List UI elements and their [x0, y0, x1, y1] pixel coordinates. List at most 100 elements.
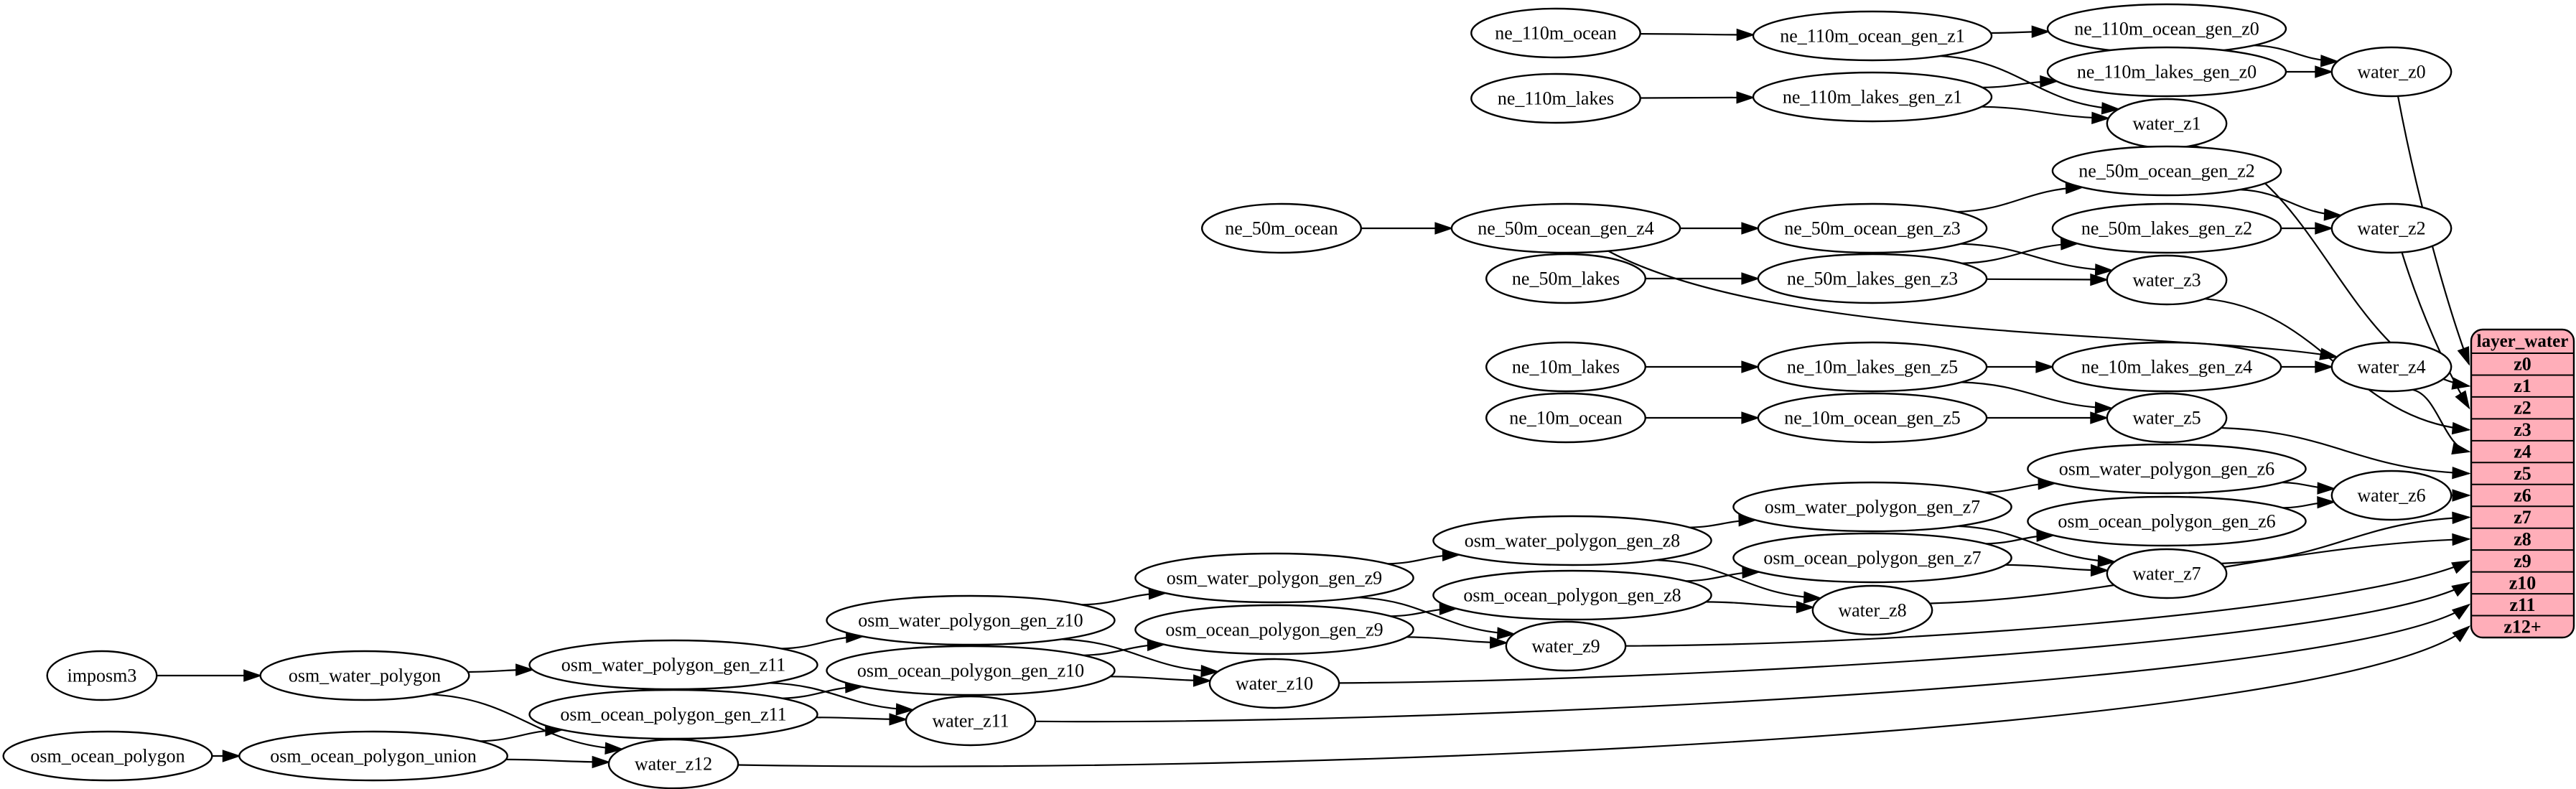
edge-osm_ocean_polygon_gen_z10-to-water_z10 [1110, 676, 1210, 681]
node-ellipse [2106, 392, 2228, 444]
table-row-z5: z5 [2514, 463, 2531, 484]
node-label: ne_50m_lakes_gen_z3 [1787, 269, 1958, 289]
node-ellipse [259, 650, 470, 701]
edge-ne_50m_ocean_gen_z3-to-water_z3 [1960, 243, 2112, 271]
node-ellipse [1470, 73, 1641, 124]
graph-node-water_z11: water_z11 [905, 695, 1037, 747]
node-ellipse [1811, 584, 1933, 636]
node-label: osm_water_polygon_gen_z7 [1765, 497, 1980, 518]
node-label: ne_10m_lakes_gen_z4 [2081, 357, 2252, 378]
node-ellipse [1485, 392, 1646, 444]
node-ellipse [1752, 10, 1993, 62]
node-ellipse [2027, 443, 2307, 495]
graph-node-ne_110m_ocean_gen_z0: ne_110m_ocean_gen_z0 [2046, 3, 2287, 55]
edge-osm_water_polygon_gen_z10-to-osm_water_polygon_gen_z9 [1081, 593, 1166, 606]
table-row-z6: z6 [2514, 485, 2531, 506]
graph-node-osm_water_polygon_gen_z10: osm_water_polygon_gen_z10 [826, 594, 1116, 646]
node-ellipse [1450, 202, 1681, 254]
edge-osm_ocean_polygon_gen_z9-to-water_z9 [1406, 636, 1506, 643]
node-label: water_z7 [2132, 564, 2201, 584]
node-label: osm_water_polygon_gen_z11 [561, 655, 785, 676]
node-ellipse [1505, 620, 1627, 672]
edge-osm_water_polygon_gen_z7-to-water_z7 [1957, 525, 2115, 562]
graph-node-ne_50m_ocean: ne_50m_ocean [1200, 202, 1362, 254]
graph-node-water_z9: water_z9 [1505, 620, 1627, 672]
edge-ne_50m_ocean_gen_z3-to-ne_50m_ocean_gen_z2 [1956, 187, 2083, 213]
edge-osm_ocean_polygon_gen_z8-to-osm_ocean_polygon_gen_z7 [1685, 572, 1759, 582]
node-ellipse [1752, 71, 1993, 123]
edge-ne_110m_ocean_gen_z0-to-water_z0 [2254, 45, 2338, 61]
edge-osm_water_polygon_gen_z10-to-water_z10 [1061, 638, 1218, 671]
node-label: water_z1 [2132, 113, 2201, 134]
edge-osm_ocean_polygon_gen_z6-to-water_z6 [2282, 502, 2334, 509]
node-label: osm_ocean_polygon_gen_z7 [1763, 548, 1981, 569]
node-ellipse [1732, 532, 2012, 584]
node-ellipse [238, 730, 508, 782]
node-ellipse [1757, 253, 1988, 304]
node-ellipse [1470, 7, 1641, 59]
edge-osm_ocean_polygon_gen_z7-to-osm_ocean_polygon_gen_z6 [1985, 536, 2053, 545]
graph-node-ne_10m_ocean: ne_10m_ocean [1485, 392, 1646, 444]
node-ellipse [1757, 392, 1988, 444]
edge-ne_110m_ocean_gen_z1-to-ne_110m_ocean_gen_z0 [1990, 32, 2048, 33]
node-label: osm_ocean_polygon [30, 746, 185, 767]
node-ellipse [1757, 202, 1988, 254]
node-ellipse [2051, 202, 2282, 254]
table-row-z3: z3 [2514, 419, 2531, 440]
node-label: ne_10m_lakes [1512, 357, 1620, 378]
graph-node-osm_ocean_polygon: osm_ocean_polygon [2, 730, 213, 782]
node-label: water_z8 [1838, 600, 1906, 621]
edge-osm_ocean_polygon_gen_z11-to-water_z11 [816, 717, 906, 719]
edge-osm_ocean_polygon_gen_z8-to-water_z8 [1706, 602, 1813, 607]
table-row-z12+: z12+ [2503, 616, 2541, 637]
graph-node-osm_ocean_polygon_gen_z9: osm_ocean_polygon_gen_z9 [1134, 604, 1414, 655]
graph-node-ne_110m_lakes_gen_z1: ne_110m_lakes_gen_z1 [1752, 71, 1993, 123]
graph-node-water_z8: water_z8 [1811, 584, 1933, 636]
node-ellipse [2051, 145, 2282, 197]
edge-ne_110m_lakes_gen_z1-to-ne_110m_lakes_gen_z0 [1982, 81, 2057, 88]
graph-node-ne_50m_ocean_gen_z3: ne_50m_ocean_gen_z3 [1757, 202, 1988, 254]
node-ellipse [607, 738, 739, 789]
node-label: water_z2 [2357, 218, 2425, 239]
graph-node-ne_50m_lakes: ne_50m_lakes [1485, 253, 1646, 304]
node-label: water_z3 [2132, 270, 2201, 291]
graph-node-ne_50m_ocean_gen_z2: ne_50m_ocean_gen_z2 [2051, 145, 2282, 197]
graph-node-osm_ocean_polygon_gen_z6: osm_ocean_polygon_gen_z6 [2027, 495, 2307, 547]
layer-water-table: layer_waterz0z1z2z3z4z5z6z7z8z9z10z11z12… [2470, 328, 2575, 639]
node-label: ne_10m_ocean_gen_z5 [1784, 408, 1960, 429]
edge-osm_ocean_polygon_union-to-water_z12 [505, 760, 609, 762]
node-ellipse [2330, 202, 2453, 254]
edge-water_z7-to-layer_water-z7 [2221, 518, 2469, 564]
edge-ne_50m_lakes_gen_z3-to-water_z3 [1987, 279, 2107, 280]
node-ellipse [2051, 341, 2282, 393]
node-label: ne_110m_lakes [1498, 88, 1614, 109]
graph-node-osm_water_polygon_gen_z11: osm_water_polygon_gen_z11 [528, 639, 818, 691]
edge-osm_water_polygon-to-water_z12 [430, 694, 622, 749]
graph-node-water_z4: water_z4 [2330, 341, 2453, 393]
node-ellipse [826, 645, 1116, 696]
node-ellipse [2, 730, 213, 782]
edge-osm_ocean_polygon_gen_z7-to-water_z7 [2005, 565, 2107, 571]
node-label: ne_110m_lakes_gen_z0 [2077, 62, 2257, 83]
edge-water_z10-to-layer_water-z10 [1339, 583, 2469, 684]
node-label: ne_50m_ocean_gen_z4 [1478, 218, 1653, 239]
edge-osm_water_polygon_gen_z9-to-water_z9 [1358, 597, 1514, 634]
node-label: osm_water_polygon_gen_z8 [1465, 531, 1680, 551]
node-label: osm_ocean_polygon_gen_z9 [1165, 620, 1383, 640]
table-row-z8: z8 [2514, 528, 2531, 549]
node-label: water_z12 [635, 754, 712, 775]
graph-node-water_z10: water_z10 [1208, 658, 1340, 709]
graph-edges [157, 32, 2469, 766]
node-label: osm_water_polygon_gen_z10 [858, 610, 1083, 631]
node-ellipse [2330, 46, 2453, 98]
node-label: ne_10m_lakes_gen_z5 [1787, 357, 1958, 378]
graph-node-osm_ocean_polygon_gen_z11: osm_ocean_polygon_gen_z11 [528, 688, 818, 740]
table-row-z10: z10 [2509, 572, 2537, 593]
edge-osm_water_polygon_gen_z7-to-osm_water_polygon_gen_z6 [1984, 483, 2055, 493]
table-row-z2: z2 [2514, 398, 2531, 419]
graph-node-ne_10m_lakes_gen_z4: ne_10m_lakes_gen_z4 [2051, 341, 2282, 393]
edge-osm_water_polygon_gen_z6-to-water_z6 [2282, 481, 2335, 489]
